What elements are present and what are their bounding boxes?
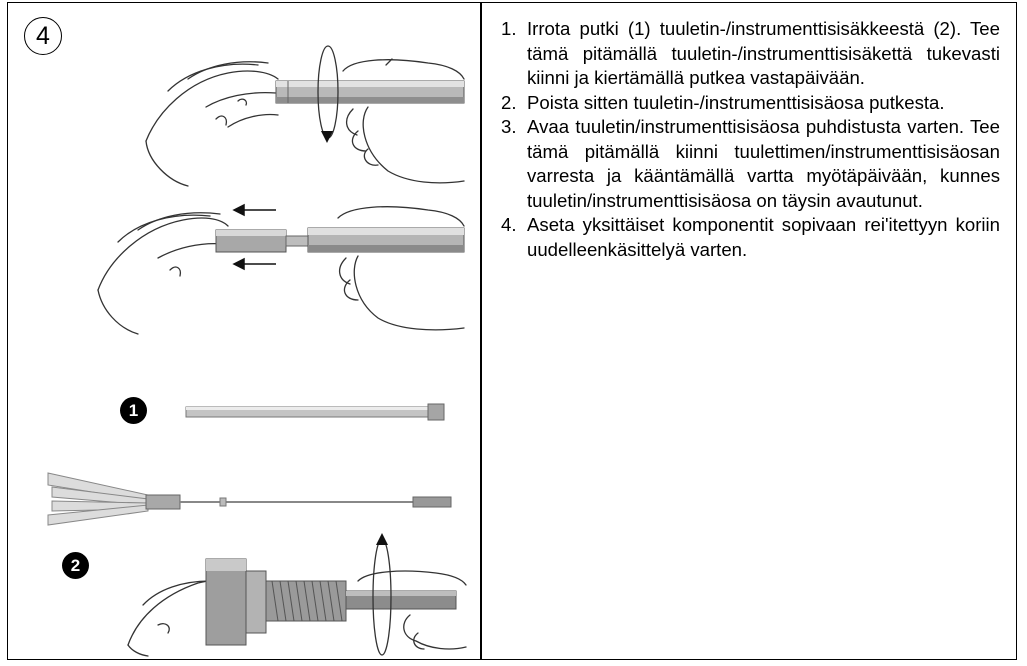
illustration-unscrew-tube (128, 31, 468, 191)
instruction-item: 4. Aseta yksittäiset komponentit sopivaa… (501, 213, 1000, 262)
instruction-item: 3. Avaa tuuletin/instrumenttisisäosa puh… (501, 115, 1000, 213)
instruction-item: 2. Poista sitten tuuletin-/instrumenttis… (501, 91, 1000, 116)
instruction-item: 1. Irrota putki (1) tuuletin-/instrument… (501, 17, 1000, 91)
instruction-text: Aseta yksittäiset komponentit sopivaan r… (527, 214, 1000, 260)
callout-insert: 2 (62, 552, 89, 579)
illustration-column: 4 (8, 3, 480, 659)
instruction-text: Irrota putki (1) tuuletin-/instrumenttis… (527, 18, 1000, 88)
callout-tube: 1 (120, 397, 147, 424)
instruction-table: 4 (7, 2, 1017, 660)
illustration-pull-apart (88, 178, 468, 338)
instruction-number: 2. (501, 91, 517, 116)
instruction-number: 4. (501, 213, 517, 238)
instruction-number: 1. (501, 17, 517, 42)
step-number-badge: 4 (24, 17, 62, 55)
illustration-fan-insert (38, 455, 463, 535)
step-number: 4 (36, 22, 50, 51)
rotate-counterclockwise-icon (321, 131, 333, 143)
rotate-clockwise-icon (376, 533, 388, 545)
instructions-column: 1. Irrota putki (1) tuuletin-/instrument… (482, 3, 1018, 659)
instruction-text: Poista sitten tuuletin-/instrumenttisisä… (527, 92, 945, 113)
illustration-insert-rotate (118, 525, 468, 657)
instruction-number: 3. (501, 115, 517, 140)
instruction-text: Avaa tuuletin/instrumenttisisäosa puhdis… (527, 116, 1000, 211)
illustration-tube (178, 401, 458, 423)
instruction-list: 1. Irrota putki (1) tuuletin-/instrument… (501, 17, 1000, 262)
